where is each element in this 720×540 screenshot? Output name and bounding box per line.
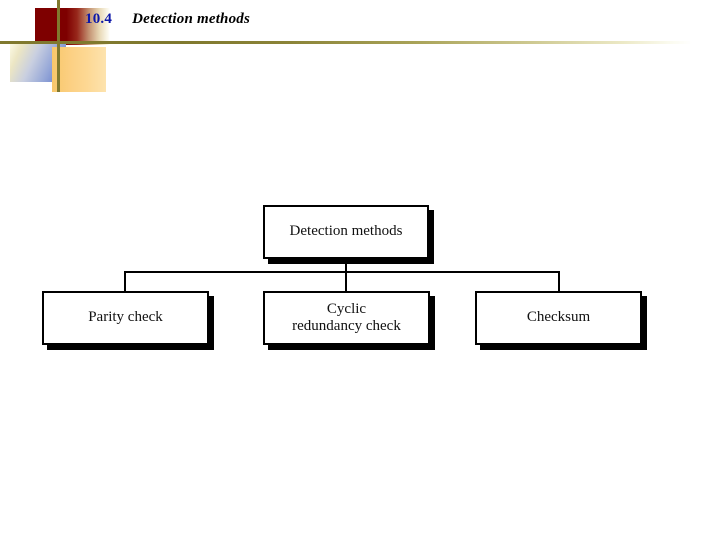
page-title: 10.4 Detection methods [85,11,250,28]
node-label: Cyclic redundancy check [292,301,401,336]
node-detection-methods: Detection methods [263,205,429,259]
connector-horizontal-bus [124,271,560,273]
node-checksum: Checksum [475,291,642,345]
decoration-red-square [35,8,110,45]
node-label-line1: Cyclic [326,300,367,317]
node-label: Parity check [88,309,163,326]
header-horizontal-rule [0,41,692,44]
section-title: Detection methods [132,11,251,27]
node-parity-check: Parity check [42,291,209,345]
node-cyclic-redundancy-check: Cyclic redundancy check [263,291,430,345]
connector-drop-parity [124,271,126,292]
connector-drop-checksum [558,271,560,292]
node-label-line2: redundancy check [292,318,401,334]
node-label: Detection methods [289,223,403,240]
connector-drop-crc [345,271,347,292]
decoration-vertical-rule [57,0,60,92]
node-label: Checksum [526,309,591,326]
connector-root-stem [345,259,347,273]
decoration-orange-square [52,47,106,92]
section-number: 10.4 [85,11,113,27]
